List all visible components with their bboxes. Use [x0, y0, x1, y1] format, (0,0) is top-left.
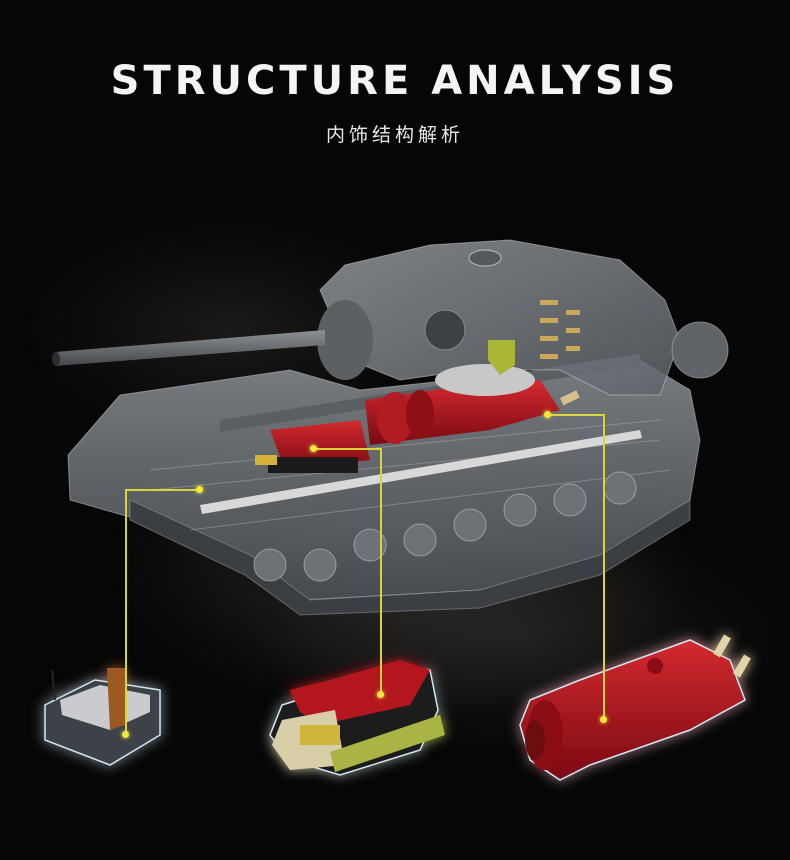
callout-leader-driver-seat-horizontal: [125, 489, 200, 491]
callout-leader-transmission-horizontal: [547, 414, 604, 416]
engine-internal: [255, 380, 580, 473]
callout-dot-engine-top: [310, 445, 317, 452]
callout-leader-engine-horizontal: [313, 448, 381, 450]
callout-dot-transmission-top: [544, 411, 551, 418]
part-engine: [269, 660, 445, 776]
gun-barrel: [52, 330, 325, 366]
hull: [67, 353, 701, 616]
callout-dot-driver-seat-bottom: [122, 731, 129, 738]
part-driver-seat: [44, 668, 161, 766]
callout-dot-engine-bottom: [377, 691, 384, 698]
callout-dot-transmission-bottom: [600, 716, 607, 723]
part-transmission: [519, 634, 751, 781]
page-title: STRUCTURE ANALYSIS: [110, 58, 680, 104]
callout-leader-transmission-vertical: [603, 414, 605, 720]
callout-leader-engine-vertical: [380, 448, 382, 695]
page-subtitle: 内饰结构解析: [325, 124, 464, 146]
callout-dot-driver-seat-top: [196, 486, 203, 493]
callout-leader-driver-seat-vertical: [125, 489, 127, 735]
turret: [317, 239, 729, 396]
